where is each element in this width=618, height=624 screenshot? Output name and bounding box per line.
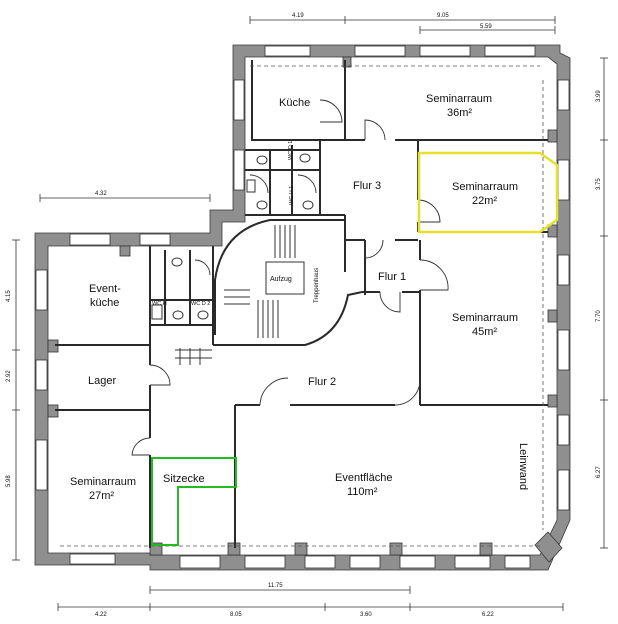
label-seminar45-area: 45m²	[472, 326, 497, 338]
label-seminar22-area: 22m²	[472, 195, 497, 207]
doors	[131, 99, 449, 456]
dim-left-2: 2.92	[6, 370, 12, 382]
label-eventflaeche-area: 110m²	[347, 486, 378, 498]
windows	[35, 45, 570, 569]
label-lager: Lager	[88, 375, 116, 387]
dim-bottom-total: 11.75	[268, 583, 283, 589]
dim-left-wing-width: 4.32	[95, 191, 107, 197]
label-wc-h1: WC H 1	[289, 186, 295, 205]
label-wc-h2: WC H	[152, 301, 167, 307]
seminar22-highlight[interactable]	[417, 151, 559, 234]
dim-left-1: 4.15	[6, 290, 12, 302]
dim-right-2: 3.75	[596, 178, 602, 190]
sitzecke-highlight[interactable]	[151, 457, 237, 546]
dim-bottom-4: 6.22	[482, 612, 494, 618]
dimension-lines	[12, 16, 608, 611]
dim-top-left: 4.19	[292, 13, 304, 19]
label-aufzug: Aufzug	[270, 276, 292, 283]
highlights	[151, 151, 559, 546]
room-labels: Küche Seminarraum 36m² Seminarraum 22m² …	[70, 93, 529, 502]
label-eventflaeche: Eventfläche	[335, 472, 392, 484]
dim-left-3: 5.98	[6, 475, 12, 487]
dim-top-sub: 5.59	[480, 24, 492, 30]
label-kueche: Küche	[279, 97, 310, 109]
dim-top-right: 9.05	[437, 13, 449, 19]
inner-walls	[55, 60, 548, 548]
label-seminar27: Seminarraum	[70, 476, 136, 488]
label-seminar45: Seminarraum	[452, 312, 518, 324]
label-eventkueche-1: Event-	[89, 283, 121, 295]
label-flur2: Flur 2	[308, 376, 336, 388]
label-eventkueche-2: küche	[90, 297, 119, 309]
dim-bottom-1: 4.22	[95, 612, 107, 618]
dimension-labels: 4.19 9.05 5.59 4.32 3.99 3.75 7.70 6.27 …	[6, 13, 602, 618]
label-sitzecke: Sitzecke	[163, 473, 205, 485]
label-leinwand: Leinwand	[517, 443, 529, 490]
dim-bottom-2: 8.05	[230, 612, 242, 618]
label-wc-d1: WC D 1	[288, 141, 294, 160]
dim-right-1: 3.99	[596, 90, 602, 102]
label-seminar27-area: 27m²	[89, 490, 114, 502]
label-seminar36-area: 36m²	[447, 107, 472, 119]
dashed-guides	[60, 65, 544, 547]
label-flur3: Flur 3	[353, 180, 381, 192]
stairwell	[175, 225, 305, 365]
label-seminar36: Seminarraum	[426, 93, 492, 105]
dim-bottom-3: 3.60	[360, 612, 372, 618]
dim-right-4: 6.27	[596, 466, 602, 478]
label-wc-d2: WC D 2	[191, 301, 210, 307]
label-treppenhaus: Treppenhaus	[314, 268, 320, 303]
dim-right-3: 7.70	[596, 310, 602, 322]
label-seminar22: Seminarraum	[452, 181, 518, 193]
wc-fixtures	[151, 153, 314, 320]
label-flur1: Flur 1	[378, 271, 406, 283]
